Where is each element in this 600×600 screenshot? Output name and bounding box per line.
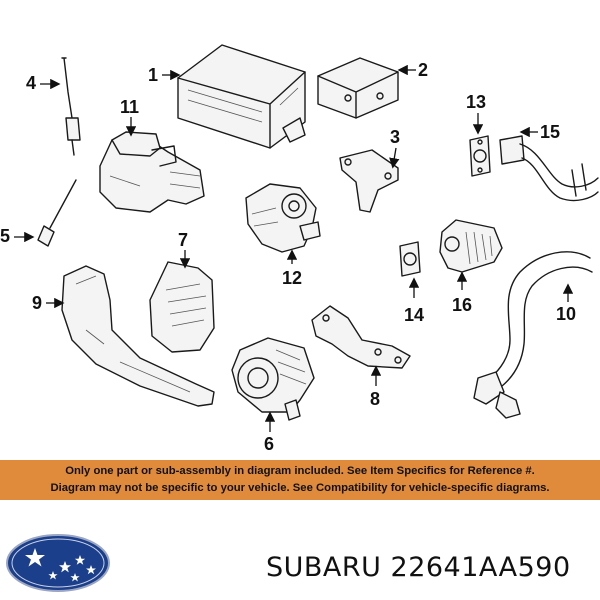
callout-16: 16 bbox=[452, 271, 472, 315]
callout-1: 1 bbox=[148, 65, 181, 85]
parts-diagram: 1 2 3 4 5 bbox=[0, 44, 599, 454]
callout-13: 13 bbox=[466, 92, 486, 135]
svg-text:12: 12 bbox=[282, 268, 302, 288]
svg-text:1: 1 bbox=[148, 65, 158, 85]
disclaimer-line-2: Diagram may not be specific to your vehi… bbox=[50, 482, 550, 494]
callout-11: 11 bbox=[120, 97, 139, 137]
brand-name: SUBARU bbox=[266, 552, 382, 583]
callout-5: 5 bbox=[0, 226, 35, 246]
callout-6: 6 bbox=[264, 411, 276, 454]
callout-8: 8 bbox=[370, 365, 382, 409]
part-3-bracket bbox=[339, 149, 399, 213]
disclaimer-line-1: Only one part or sub-assembly in diagram… bbox=[65, 465, 535, 477]
svg-text:3: 3 bbox=[390, 127, 400, 147]
svg-text:8: 8 bbox=[370, 389, 380, 409]
part-8-bracket bbox=[311, 305, 411, 369]
disclaimer-banner: Only one part or sub-assembly in diagram… bbox=[0, 460, 600, 500]
svg-text:13: 13 bbox=[466, 92, 486, 112]
svg-text:11: 11 bbox=[120, 97, 139, 117]
part-10-hose bbox=[473, 251, 593, 419]
part-number: 22641AA590 bbox=[390, 552, 571, 583]
part-caption: SUBARU 22641AA590 bbox=[266, 552, 571, 583]
callout-3: 3 bbox=[389, 127, 400, 169]
part-9-duct bbox=[61, 265, 215, 407]
part-1-canister bbox=[177, 44, 306, 149]
svg-text:15: 15 bbox=[540, 122, 560, 142]
svg-text:9: 9 bbox=[32, 293, 42, 313]
subaru-logo-icon bbox=[6, 534, 110, 592]
callout-7: 7 bbox=[178, 230, 191, 269]
part-13-gasket bbox=[469, 135, 491, 177]
part-11-valve bbox=[99, 131, 205, 213]
part-2-module bbox=[317, 57, 399, 119]
part-4-sensor bbox=[61, 57, 81, 156]
svg-text:14: 14 bbox=[404, 305, 424, 325]
svg-text:5: 5 bbox=[0, 226, 10, 246]
brand-footer: SUBARU 22641AA590 bbox=[0, 525, 600, 600]
part-12-solenoid bbox=[245, 183, 321, 253]
svg-text:4: 4 bbox=[26, 73, 36, 93]
svg-text:2: 2 bbox=[418, 60, 428, 80]
callout-2: 2 bbox=[397, 60, 428, 80]
part-14-gasket bbox=[399, 241, 421, 277]
part-6-pump bbox=[231, 337, 315, 421]
part-16-cooler bbox=[439, 219, 503, 273]
callout-9: 9 bbox=[32, 293, 65, 313]
part-15-pipe bbox=[499, 135, 599, 202]
callout-12: 12 bbox=[282, 249, 302, 288]
callout-4: 4 bbox=[26, 73, 61, 93]
callout-14: 14 bbox=[404, 277, 424, 325]
callout-15: 15 bbox=[519, 122, 560, 142]
svg-text:16: 16 bbox=[452, 295, 472, 315]
svg-text:6: 6 bbox=[264, 434, 274, 454]
part-7-shield bbox=[149, 261, 215, 353]
callout-10: 10 bbox=[556, 283, 576, 324]
svg-text:7: 7 bbox=[178, 230, 188, 250]
part-5-probe bbox=[37, 179, 77, 247]
svg-text:10: 10 bbox=[556, 304, 576, 324]
